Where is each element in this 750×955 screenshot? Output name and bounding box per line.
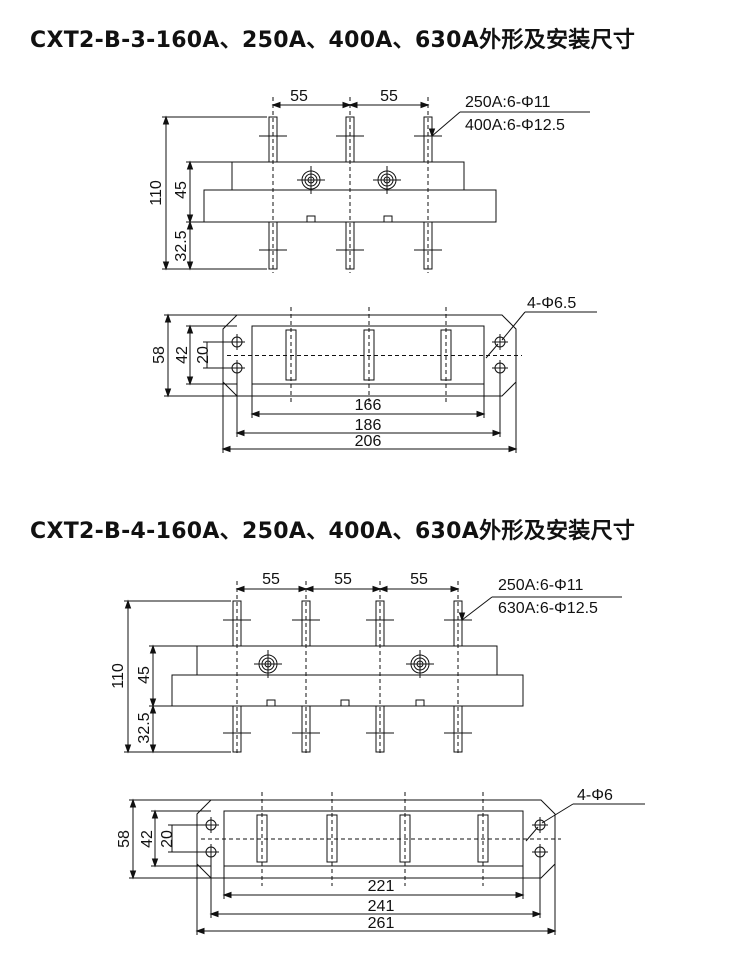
dim-length-2: 241	[368, 898, 395, 915]
arrowhead	[372, 585, 382, 593]
arrowhead	[304, 585, 314, 593]
arrowhead	[124, 744, 132, 754]
arrowhead	[348, 101, 358, 109]
arrowhead	[235, 429, 245, 437]
arrowhead	[271, 101, 281, 109]
leader-line	[461, 596, 493, 621]
dim-length-3: 206	[355, 433, 382, 450]
arrowhead	[209, 910, 219, 918]
arrowhead	[195, 927, 205, 935]
arrowhead	[342, 101, 352, 109]
leader-line	[485, 343, 499, 359]
arrowhead	[532, 910, 542, 918]
dim-pitch-2: 55	[334, 571, 352, 588]
notch	[340, 699, 350, 706]
arrowhead	[515, 891, 525, 899]
dim-hole-spacing: 20	[195, 346, 212, 364]
notch	[383, 215, 393, 222]
arrowhead	[149, 698, 157, 708]
pin-note-2: 630A:6-Φ12.5	[498, 600, 598, 617]
arrowhead	[420, 101, 430, 109]
arrowhead	[450, 585, 460, 593]
upper-body	[231, 161, 465, 191]
dim-lower: 32.5	[173, 230, 190, 261]
dim-length-2: 186	[355, 417, 382, 434]
dim-hole-spacing: 20	[159, 830, 176, 848]
arrowhead	[492, 429, 502, 437]
dim-inner: 42	[174, 346, 191, 364]
notch	[415, 699, 425, 706]
dim-height: 110	[110, 663, 127, 689]
arrowhead	[124, 599, 132, 609]
arrowhead	[186, 220, 194, 230]
arrowhead	[151, 858, 159, 868]
dim-pitch-2: 55	[380, 88, 398, 105]
arrowhead	[222, 891, 232, 899]
arrowhead	[162, 115, 170, 125]
base-outline	[196, 799, 556, 879]
base-outline	[222, 314, 517, 397]
arrowhead	[149, 644, 157, 654]
arrowhead	[458, 612, 466, 622]
leader-line	[541, 803, 574, 824]
arrowhead	[186, 214, 194, 224]
holes-note: 4-Φ6	[577, 787, 613, 804]
arrowhead	[186, 160, 194, 170]
pin-note-1: 250A:6-Φ11	[465, 94, 551, 111]
dim-inner: 42	[139, 830, 156, 848]
dim-width: 58	[151, 346, 168, 364]
dim-width: 58	[116, 830, 133, 848]
arrowhead	[149, 744, 157, 754]
dim-body: 45	[136, 666, 153, 684]
arrowhead	[129, 798, 137, 808]
arrowhead	[476, 410, 486, 418]
arrowhead	[250, 410, 260, 418]
drawing1-title: CXT2-B-3-160A、250A、400A、630A外形及安装尺寸	[30, 28, 636, 53]
notch	[266, 699, 276, 706]
arrowhead	[428, 128, 436, 138]
dim-body: 45	[173, 181, 190, 199]
arrowhead	[164, 388, 172, 398]
drawing2-title: CXT2-B-4-160A、250A、400A、630A外形及安装尺寸	[30, 519, 636, 544]
pin-note-2: 400A:6-Φ12.5	[465, 117, 565, 134]
arrowhead	[547, 927, 557, 935]
dim-length-3: 261	[368, 915, 395, 932]
arrowhead	[164, 313, 172, 323]
arrowhead	[149, 704, 157, 714]
leader-line	[501, 311, 526, 341]
dim-length-1: 221	[368, 878, 395, 895]
dim-pitch-1: 55	[290, 88, 308, 105]
arrowhead	[508, 445, 518, 453]
arrowhead	[129, 870, 137, 880]
dim-lower: 32.5	[136, 712, 153, 743]
arrowhead	[186, 376, 194, 386]
arrowhead	[378, 585, 388, 593]
dim-length-1: 166	[355, 397, 382, 414]
arrowhead	[162, 261, 170, 271]
holes-note: 4-Φ6.5	[527, 295, 576, 312]
arrowhead	[151, 809, 159, 819]
dim-pitch-3: 55	[410, 571, 428, 588]
arrowhead	[186, 324, 194, 334]
notch	[306, 215, 316, 222]
arrowhead	[186, 261, 194, 271]
arrowhead	[235, 585, 245, 593]
dim-pitch-1: 55	[262, 571, 280, 588]
leader-line	[431, 111, 461, 137]
upper-body	[196, 645, 498, 676]
dim-height: 110	[148, 180, 165, 206]
lower-body	[171, 674, 524, 707]
pin-note-1: 250A:6-Φ11	[498, 577, 584, 594]
arrowhead	[298, 585, 308, 593]
arrowhead	[221, 445, 231, 453]
leader-line	[525, 826, 539, 842]
